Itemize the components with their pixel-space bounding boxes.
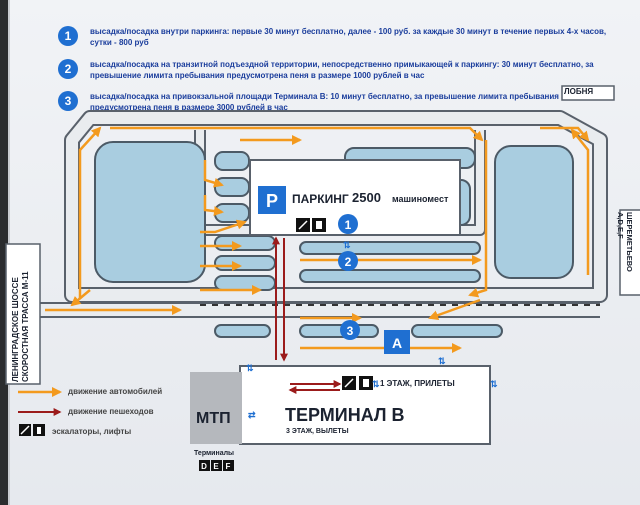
strip-t2 (411, 324, 503, 338)
rule-1-text: высадка/посадка внутри паркинга: первые … (90, 27, 607, 47)
svg-text:⇅: ⇅ (490, 379, 498, 389)
marker-2 (338, 251, 358, 271)
marker-A (384, 330, 410, 354)
lobnya-label: ЛОБНЯ (564, 87, 594, 96)
highway-box (5, 243, 41, 385)
marker-1 (338, 214, 358, 234)
svg-text:1: 1 (345, 218, 352, 232)
svg-text:A: A (392, 335, 402, 351)
svg-text:⇄: ⇄ (248, 410, 256, 420)
strip-p2 (214, 177, 250, 197)
strip-r2 (299, 269, 481, 283)
up-down-arrows: ⇅ ⇅ ⇅ ⇅ ⇄ ⇅ (246, 240, 498, 420)
rule-3-text: высадка/посадка на привокзальной площади… (90, 92, 559, 112)
strip-p1 (214, 151, 250, 171)
strip-t1 (299, 324, 379, 338)
terminals-label: Терминалы (194, 450, 235, 457)
floor3-label: 3 ЭТАЖ, ВЫЛЕТЫ (286, 428, 349, 435)
highway-line-2: СКОРОСТНАЯ ТРАССА М-11 (21, 271, 30, 382)
svg-text:2: 2 (345, 255, 352, 269)
parking-count: 2500 (352, 190, 381, 205)
key-escalators: эскалаторы, лифты (52, 427, 132, 436)
mtp-block (190, 372, 242, 444)
floor1-label: 1 ЭТАЖ, ПРИЛЕТЫ (380, 379, 455, 388)
parking-p-icon (258, 186, 286, 214)
rule-1: 1 высадка/посадка внутри паркинга: первы… (58, 26, 610, 48)
strip-r1 (299, 241, 481, 255)
highway-label: ЛЕНИНГРАДСКОЕ ШОССЕ СКОРОСТНАЯ ТРАССА М-… (11, 252, 31, 382)
term-f-box (223, 460, 234, 471)
lake-right (494, 145, 574, 279)
key-cars: движение автомобилей (68, 387, 163, 396)
parking-title: ПАРКИНГ (292, 192, 349, 206)
svg-text:⇅: ⇅ (372, 379, 380, 389)
strip-l2 (214, 255, 276, 271)
pedestrian-routes (272, 236, 342, 394)
parking-unit: машиномест (392, 194, 449, 204)
strip-l3 (214, 275, 276, 291)
strip-l1 (214, 235, 276, 251)
mtp-label: МТП (196, 410, 231, 427)
svg-text:E: E (213, 462, 219, 471)
svg-text:⇅: ⇅ (438, 356, 446, 366)
svg-text:D: D (201, 462, 207, 471)
terminal-title: ТЕРМИНАЛ В (285, 405, 405, 425)
rule-2-badge: 2 (58, 59, 78, 79)
right-road-label: ШЕРЕМЕТЬЕВО А,D,E,F (616, 212, 634, 272)
lobnya-box (561, 85, 615, 101)
lake-left (94, 141, 206, 283)
strip-t3 (214, 324, 271, 338)
rule-1-badge: 1 (58, 26, 78, 46)
marker-3 (340, 320, 360, 340)
rule-2-text: высадка/посадка на транзитной подъездной… (90, 60, 594, 80)
term-e-box (211, 460, 222, 471)
rule-2: 2 высадка/посадка на транзитной подъездн… (58, 59, 610, 81)
rule-3: 3 высадка/посадка на привокзальной площа… (58, 91, 570, 113)
right-road-box (619, 209, 640, 296)
highway-line-1: ЛЕНИНГРАДСКОЕ ШОССЕ (11, 277, 20, 382)
key-pedestrians: движение пешеходов (68, 407, 154, 416)
key-lines (18, 387, 62, 436)
svg-text:⇅: ⇅ (343, 240, 351, 250)
svg-text:3: 3 (347, 324, 354, 338)
term-d-box (199, 460, 210, 471)
svg-text:P: P (266, 191, 278, 211)
svg-text:F: F (226, 462, 231, 471)
rule-3-badge: 3 (58, 91, 78, 111)
svg-text:⇅: ⇅ (246, 363, 254, 373)
car-routes (45, 126, 590, 353)
